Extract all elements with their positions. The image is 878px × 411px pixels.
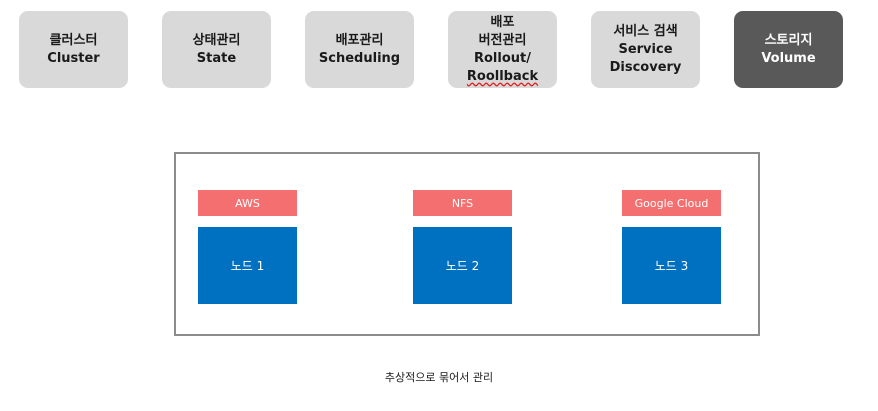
tab-volume: 스토리지 Volume [734,11,843,88]
provider-label: AWS [198,190,297,216]
category-tabs: 클러스터 Cluster 상태관리 State 배포관리 Scheduling … [19,11,843,88]
provider-label: Google Cloud [622,190,721,216]
tab-rollout-english-1: Rollout/ [473,50,531,66]
node-box: 노드 1 [198,227,297,304]
tab-rollout: 배포 버전관리 Rollout/ Roollback [448,11,557,88]
tab-service-discovery-english-1: Service [618,41,673,57]
tab-cluster: 클러스터 Cluster [19,11,128,88]
tab-service-discovery: 서비스 검색 Service Discovery [591,11,700,88]
tab-scheduling-korean: 배포관리 [335,32,384,48]
node-group-3: Google Cloud 노드 3 [622,190,721,304]
node-box: 노드 3 [622,227,721,304]
tab-state-korean: 상태관리 [192,32,241,48]
diagram-caption: 추상적으로 묶어서 관리 [384,371,494,384]
tab-rollout-korean-2: 버전관리 [478,32,527,48]
tab-service-discovery-korean: 서비스 검색 [613,23,678,39]
tab-rollout-english-2: Roollback [466,68,539,84]
tab-cluster-english: Cluster [47,50,100,66]
tab-scheduling: 배포관리 Scheduling [305,11,414,88]
provider-label: NFS [413,190,512,216]
tab-service-discovery-english-2: Discovery [609,59,682,75]
node-group-2: NFS 노드 2 [413,190,512,304]
tab-rollout-korean-1: 배포 [490,14,515,30]
node-box: 노드 2 [413,227,512,304]
node-group-1: AWS 노드 1 [198,190,297,304]
tab-volume-english: Volume [761,50,816,66]
tab-state: 상태관리 State [162,11,271,88]
tab-state-english: State [196,50,237,66]
tab-cluster-korean: 클러스터 [49,32,98,48]
tab-scheduling-english: Scheduling [318,50,401,66]
tab-volume-korean: 스토리지 [764,32,813,48]
storage-abstraction-frame: AWS 노드 1 NFS 노드 2 Google Cloud 노드 3 [174,152,760,336]
